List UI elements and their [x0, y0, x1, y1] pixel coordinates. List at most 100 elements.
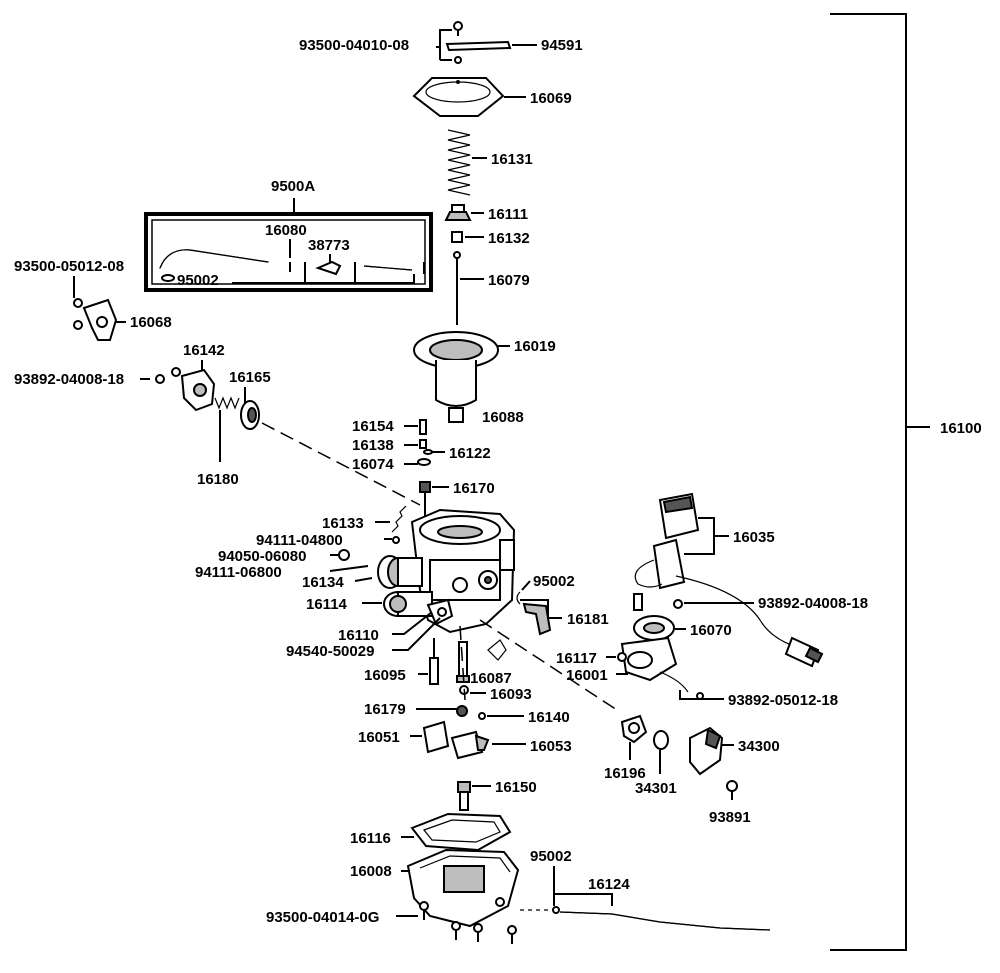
bowl-gasket-16116-part [410, 812, 512, 852]
label-94050-06080: 94050-06080 [218, 548, 306, 565]
label-16019: 16019 [514, 338, 556, 355]
label-94540-50029: 94540-50029 [286, 643, 374, 660]
label-16180: 16180 [197, 471, 239, 488]
kit-9500A-box [144, 212, 433, 292]
auto-choke-part [634, 492, 824, 668]
label-16165: 16165 [229, 369, 271, 386]
label-16133: 16133 [322, 515, 364, 532]
jet-16095-part [429, 638, 439, 685]
pilot-screw-part [419, 419, 427, 435]
needle-clip-part [451, 231, 463, 243]
o-ring-16117-part [617, 652, 627, 662]
label-16079: 16079 [488, 272, 530, 289]
slide-spring-part [447, 129, 471, 196]
label-16154: 16154 [352, 418, 394, 435]
label-95002-bottom: 95002 [530, 848, 572, 865]
label-16132: 16132 [488, 230, 530, 247]
label-16053: 16053 [530, 738, 572, 755]
label-93500-04014-0G: 93500-04014-0G [266, 909, 379, 926]
label-9500A: 9500A [271, 178, 315, 195]
float-16051-part [422, 720, 490, 760]
label-16088: 16088 [482, 409, 524, 426]
assembly-bracket [830, 13, 930, 951]
label-16140: 16140 [528, 709, 570, 726]
throttle-sensor-34300-part [689, 726, 724, 776]
nut-small-part [392, 536, 400, 544]
label-34300: 34300 [738, 738, 780, 755]
label-93500-05012-08: 93500-05012-08 [14, 258, 124, 275]
washer-6080-part [338, 549, 350, 561]
label-95002-kit: 95002 [177, 272, 219, 289]
float-pin-clip-part [478, 712, 486, 720]
choke-body-16001-part [620, 636, 704, 700]
label-94111-06800: 94111-06800 [195, 564, 282, 581]
choke-valve-part [633, 593, 683, 611]
label-16008: 16008 [350, 863, 392, 880]
diaphragm-slide-part [413, 331, 499, 423]
label-94591: 94591 [541, 37, 583, 54]
label-16179: 16179 [364, 701, 406, 718]
pump-diaphragm-part [240, 400, 260, 430]
choke-housing-16070-part [633, 615, 675, 641]
label-16150: 16150 [495, 779, 537, 796]
label-93891: 93891 [709, 809, 751, 826]
carb-top-cap-part [412, 77, 505, 117]
label-16100: 16100 [940, 420, 982, 437]
label-16074: 16074 [352, 456, 394, 473]
o-ring-34301-part [653, 730, 669, 750]
spring-small-part [419, 439, 427, 449]
link-clip-part [487, 639, 507, 661]
label-16138: 16138 [352, 437, 394, 454]
label-16116: 16116 [350, 830, 391, 847]
label-16080: 16080 [265, 222, 307, 239]
label-93892-04008-18-right: 93892-04008-18 [758, 595, 868, 612]
screw-93891-part [726, 780, 738, 800]
label-16070: 16070 [690, 622, 732, 639]
label-38773: 38773 [308, 237, 350, 254]
label-94111-04800: 94111-04800 [256, 532, 343, 549]
label-16068: 16068 [130, 314, 172, 331]
o-ring-part [417, 458, 431, 466]
label-16093: 16093 [490, 686, 532, 703]
jet-needle-part [453, 251, 461, 325]
label-16181: 16181 [567, 611, 609, 628]
label-16069: 16069 [530, 90, 572, 107]
label-16131: 16131 [491, 151, 533, 168]
label-16035: 16035 [733, 529, 775, 546]
label-93500-04010-08: 93500-04010-08 [299, 37, 409, 54]
float-pin-part [456, 705, 468, 717]
fuel-pipe-16181-part [522, 602, 552, 636]
spring-seat-part [444, 204, 472, 221]
accelerator-pump-cover-part [155, 367, 216, 412]
label-16196: 16196 [604, 765, 646, 782]
label-16001: 16001 [566, 667, 608, 684]
label-16134: 16134 [302, 574, 344, 591]
choke-bracket-part [73, 298, 118, 341]
label-16114: 16114 [306, 596, 348, 613]
label-16124: 16124 [588, 876, 630, 893]
drain-hose-16124-part [520, 909, 771, 931]
label-93892-04008-18-left: 93892-04008-18 [14, 371, 124, 388]
label-16051: 16051 [358, 729, 400, 746]
washer-part [423, 449, 433, 455]
pump-spring-part [214, 396, 240, 410]
bowl-screws-part [419, 901, 517, 944]
label-16111: 16111 [488, 206, 528, 223]
label-16110: 16110 [338, 627, 379, 644]
label-16117: 16117 [556, 650, 597, 667]
idle-spring-part [391, 505, 407, 533]
clamp-95002-mid-part [516, 591, 521, 605]
label-16122: 16122 [449, 445, 491, 462]
label-95002-mid: 95002 [533, 573, 575, 590]
top-screw-part [445, 21, 512, 64]
clamp-95002-bottom-part [552, 906, 560, 914]
label-16087: 16087 [470, 670, 512, 687]
label-16170: 16170 [453, 480, 495, 497]
gasket-16196-part [620, 714, 648, 744]
float-bowl-16008-part [406, 848, 520, 928]
label-34301: 34301 [635, 780, 677, 797]
carburetor-body-part [377, 508, 516, 634]
drain-valve-16150-part [457, 781, 471, 811]
